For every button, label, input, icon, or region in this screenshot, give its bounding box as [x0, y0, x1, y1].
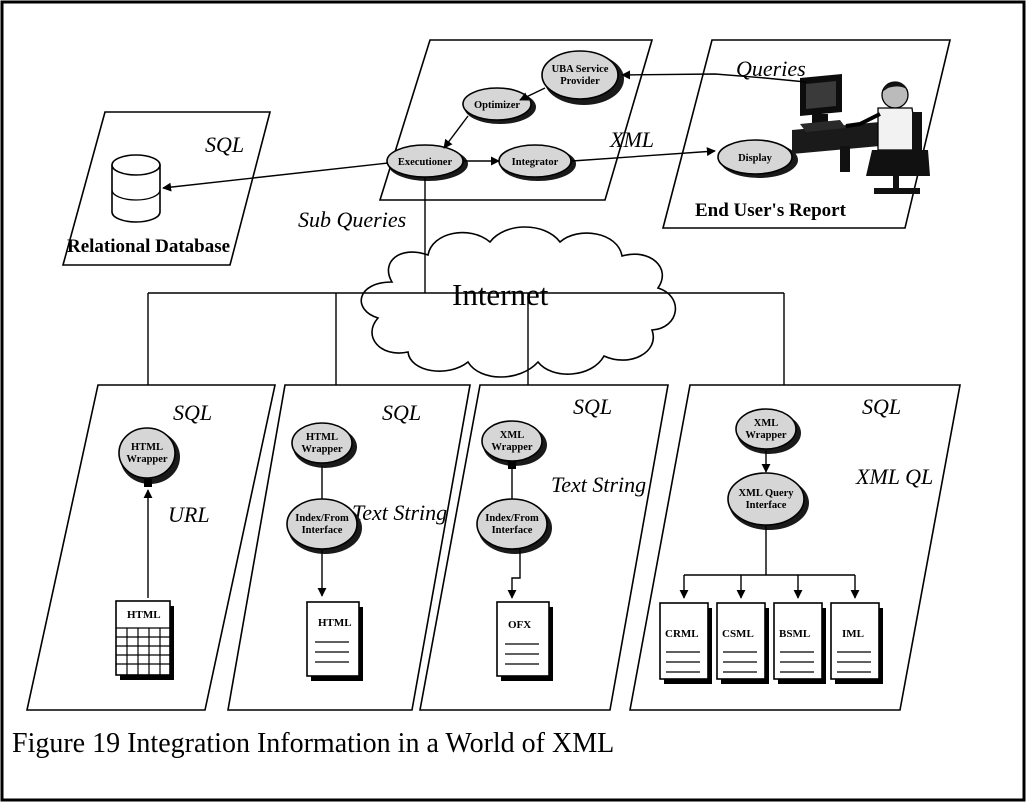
uba-node-line1: UBA Service — [552, 64, 609, 75]
sub-queries-label: Sub Queries — [298, 207, 406, 232]
source-panel-4: SQL XML QL XML Wrapper XML Query Interfa… — [629, 384, 961, 711]
database-icon — [111, 154, 161, 223]
display-node-label: Display — [738, 153, 773, 164]
panel3-arrow-to-doc — [507, 549, 521, 599]
panel3-sql-label: SQL — [573, 394, 612, 419]
panel4-wrapper-line1: XML — [754, 418, 779, 429]
panel1-sql-label: SQL — [173, 400, 212, 425]
panel4-csml-document-icon: CSML — [716, 602, 769, 684]
source-panel-1: SQL HTML Wrapper URL HTML — [26, 384, 276, 711]
panel4-doc-crml: CRML — [665, 628, 699, 640]
panel3-iface-line2: Interface — [492, 525, 533, 536]
queries-label: Queries — [736, 56, 806, 81]
query-processing-panel: XML UBA Service Provider Optimizer Execu… — [378, 39, 654, 201]
panel4-crml-document-icon: CRML — [659, 602, 712, 684]
panel4-doc-csml: CSML — [722, 628, 754, 640]
source-panel-3: SQL XML Wrapper Text String Index/From I… — [419, 384, 669, 711]
panel4-iface-line2: Interface — [746, 500, 787, 511]
uba-service-provider-node: UBA Service Provider — [541, 50, 624, 105]
panel2-iface-line2: Interface — [302, 525, 343, 536]
figure-caption: Figure 19 Integration Information in a W… — [12, 728, 614, 759]
panel4-doc-iml: IML — [842, 628, 864, 640]
panel4-sql-label: SQL — [862, 394, 901, 419]
arrow-integrator-to-display — [571, 147, 716, 162]
panel1-doc-label: HTML — [127, 609, 161, 621]
panel4-wrapper-line2: Wrapper — [745, 430, 787, 441]
panel2-iface-line1: Index/From — [295, 513, 349, 524]
panel4-iface-line1: XML Query — [738, 488, 794, 499]
panel1-url-label: URL — [168, 502, 210, 527]
integrator-node-label: Integrator — [512, 157, 559, 168]
xml-label: XML — [609, 127, 654, 152]
sql-label-db: SQL — [205, 132, 244, 157]
optimizer-node-label: Optimizer — [474, 100, 520, 111]
panel1-html-table-icon: HTML — [115, 600, 174, 680]
computer-user-icon — [792, 74, 930, 194]
integrator-node: Integrator — [498, 144, 576, 181]
optimizer-node: Optimizer — [462, 87, 536, 124]
panel2-index-interface-node: Index/From Interface — [286, 498, 362, 554]
panel2-wrapper-line2: Wrapper — [301, 444, 343, 455]
panel3-wrapper-line1: XML — [500, 430, 525, 441]
relational-database-label: Relational Database — [67, 236, 230, 257]
panel3-xml-wrapper-node: XML Wrapper — [481, 420, 547, 466]
uba-node-line2: Provider — [560, 76, 600, 87]
end-user-panel: Queries Display — [661, 39, 952, 229]
internet-cloud: Internet — [360, 226, 677, 378]
executioner-node-label: Executioner — [398, 157, 453, 168]
panel3-doc-label: OFX — [508, 619, 531, 631]
panel2-doc-label: HTML — [318, 617, 352, 629]
end-user-report-label: End User's Report — [695, 200, 847, 221]
panel1-wrapper-line2: Wrapper — [126, 454, 168, 465]
panel3-text-string-label: Text String — [551, 472, 646, 497]
panel2-html-document-icon: HTML — [306, 601, 363, 681]
panel4-bsml-document-icon: BSML — [773, 602, 826, 684]
panel3-wrapper-line2: Wrapper — [491, 442, 533, 453]
panel3-index-interface-node: Index/From Interface — [476, 498, 552, 554]
panel1-html-wrapper-node: HTML Wrapper — [118, 427, 180, 484]
arrow-executioner-to-database — [162, 162, 389, 192]
panel2-sql-label: SQL — [382, 400, 421, 425]
arrow-uba-to-optimizer — [519, 87, 546, 101]
internet-label: Internet — [452, 277, 549, 312]
panel4-doc-bsml: BSML — [779, 628, 810, 640]
panel4-iml-document-icon: IML — [830, 602, 883, 684]
panel4-xml-ql-label: XML QL — [855, 464, 933, 489]
panel2-wrapper-line1: HTML — [306, 432, 338, 443]
panel4-xml-wrapper-node: XML Wrapper — [735, 408, 801, 454]
display-node: Display — [717, 139, 798, 178]
panel2-text-string-label: Text String — [352, 500, 447, 525]
panel2-html-wrapper-node: HTML Wrapper — [291, 422, 357, 468]
panel4-xml-query-interface-node: XML Query Interface — [727, 472, 809, 530]
panel1-wrapper-line1: HTML — [131, 442, 163, 453]
source-panel-2: SQL HTML Wrapper Text String Index/From … — [227, 384, 471, 711]
arrow-queries-to-uba — [621, 70, 807, 83]
panel3-iface-line1: Index/From — [485, 513, 539, 524]
panel3-ofx-document-icon: OFX — [496, 601, 553, 681]
arrow-optimizer-to-executioner — [443, 115, 469, 149]
